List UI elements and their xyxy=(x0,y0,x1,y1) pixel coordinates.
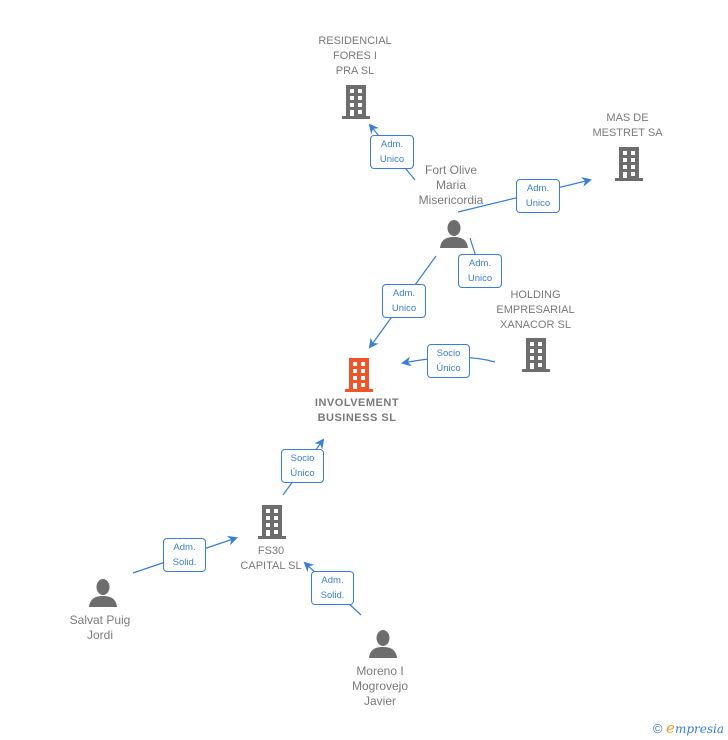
node-fort-olive[interactable]: Fort Olive Maria Misericordia xyxy=(400,163,502,208)
building-icon xyxy=(258,505,286,539)
main-company-building-icon xyxy=(345,358,373,392)
empresia-logo[interactable]: empresia xyxy=(666,719,724,737)
edge-label-adm-unico[interactable]: Adm. Unico xyxy=(370,135,414,169)
person-icon xyxy=(89,579,117,607)
person-icon xyxy=(440,220,468,248)
edge-label-adm-unico[interactable]: Adm. Unico xyxy=(458,254,502,288)
edge-label-adm-solid[interactable]: Adm. Solid. xyxy=(311,571,354,605)
node-label: FS30 CAPITAL SL xyxy=(240,545,302,572)
node-holding[interactable]: HOLDING EMPRESARIAL XANACOR SL xyxy=(483,288,588,333)
node-label: Fort Olive Maria Misericordia xyxy=(418,163,484,207)
edge-label-adm-solid[interactable]: Adm. Solid. xyxy=(163,538,206,572)
node-label: INVOLVEMENT BUSINESS SL xyxy=(314,397,400,424)
node-label: Moreno I Mogrovejo Javier xyxy=(351,664,409,708)
edge-label-socio-unico[interactable]: Socio Único xyxy=(427,344,470,378)
copyright-footer: © empresia xyxy=(653,719,724,737)
node-residencial[interactable]: RESIDENCIAL FORES I PRA SL xyxy=(300,34,410,79)
node-mas-de-mestret[interactable]: MAS DE MESTRET SA xyxy=(580,111,675,141)
node-label: RESIDENCIAL FORES I PRA SL xyxy=(318,35,392,77)
node-moreno-mogrovejo[interactable]: Moreno I Mogrovejo Javier xyxy=(335,664,425,709)
node-label: MAS DE MESTRET SA xyxy=(592,112,663,139)
copyright-icon: © xyxy=(652,721,663,736)
building-icon xyxy=(522,338,550,372)
node-involvement-business[interactable]: INVOLVEMENT BUSINESS SL xyxy=(297,396,417,426)
building-icon xyxy=(615,147,643,181)
node-label: Salvat Puig Jordi xyxy=(69,613,131,642)
edge-label-adm-unico[interactable]: Adm. Unico xyxy=(382,284,426,318)
node-label: HOLDING EMPRESARIAL XANACOR SL xyxy=(496,289,575,331)
person-icon xyxy=(369,630,397,658)
building-icon xyxy=(342,85,370,119)
edge-label-socio-unico[interactable]: Socio Único xyxy=(281,449,324,483)
node-fs30-capital[interactable]: FS30 CAPITAL SL xyxy=(225,544,317,574)
edge-label-adm-unico[interactable]: Adm. Unico xyxy=(516,179,560,213)
node-salvat-puig[interactable]: Salvat Puig Jordi xyxy=(55,613,145,643)
